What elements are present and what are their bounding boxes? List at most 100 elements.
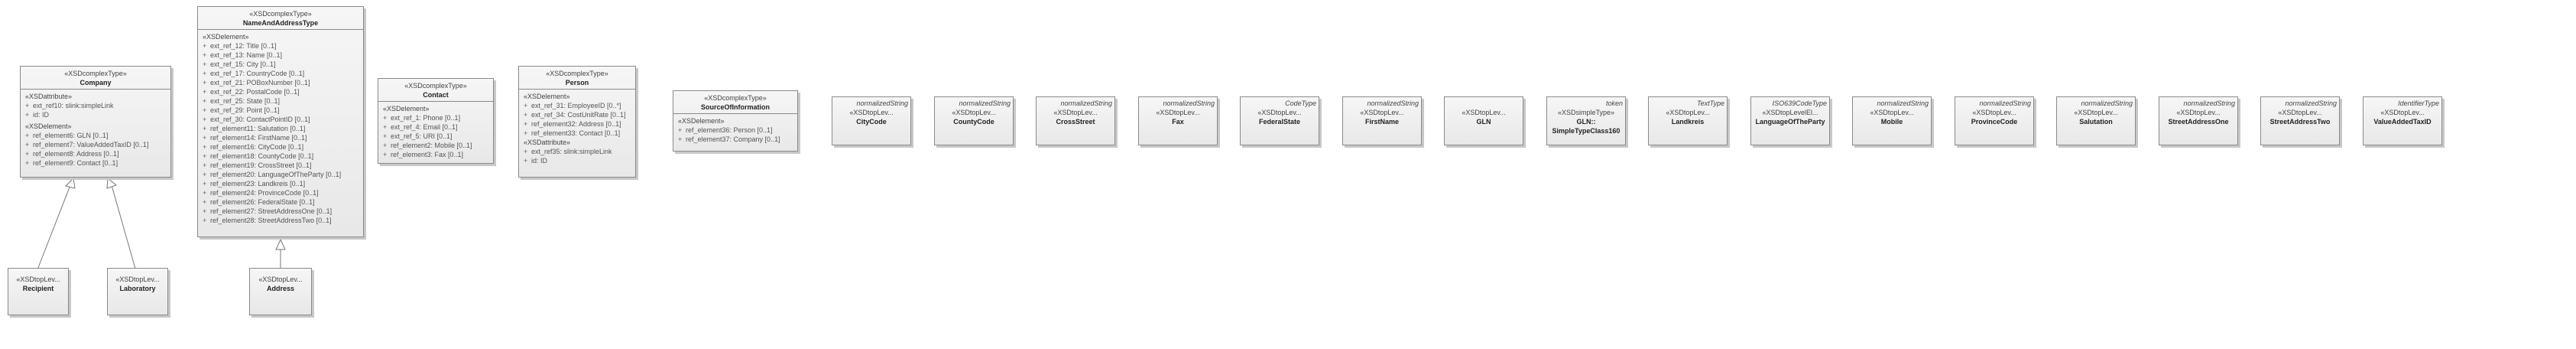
class-name: LanguageOfTheParty (1755, 118, 1825, 126)
class-name: Address (266, 285, 294, 292)
attribute-row: +ext_ref10: slink:simpleLink (25, 102, 114, 109)
class-source-of-information[interactable]: «XSDcomplexType» SourceOfInformation «XS… (673, 90, 798, 152)
section-stereotype: «XSDelement» (25, 122, 72, 130)
stereotype-label: «XSDtopLev... (258, 276, 303, 283)
class-name: CountyCode (953, 118, 994, 126)
class-name: GLN (1476, 118, 1491, 126)
class-header: «XSDtopLev...StreetAddressOne (2159, 97, 2237, 128)
toplevel-element-box[interactable]: normalizedString«XSDtopLev...Mobile (1852, 96, 1932, 145)
type-tag: TextType (1696, 99, 1724, 107)
stereotype-label: «XSDcomplexType» (249, 10, 312, 18)
class-recipient[interactable]: «XSDtopLev... Recipient (8, 268, 69, 315)
class-header: «XSDcomplexType» NameAndAddressType (198, 7, 363, 29)
class-name: ValueAddedTaxID (2373, 118, 2432, 126)
element-row: +ref_element16: CityCode [0..1] (203, 143, 304, 151)
section-stereotype: «XSDelement» (524, 93, 570, 100)
toplevel-element-box[interactable]: IdentifierType«XSDtopLev...ValueAddedTax… (2363, 96, 2442, 145)
type-tag: normalizedString (1060, 99, 1112, 107)
class-header: «XSDtopLev...StreetAddressTwo (2261, 97, 2339, 128)
class-name: Person (565, 79, 589, 86)
class-address[interactable]: «XSDtopLev... Address (249, 268, 312, 315)
type-tag: normalizedString (856, 99, 908, 107)
class-name-and-address-type[interactable]: «XSDcomplexType» NameAndAddressType «XSD… (197, 6, 364, 237)
class-header: «XSDcomplexType» Company (21, 67, 170, 89)
stereotype-label: «XSDtopLev... (1462, 109, 1506, 116)
class-header: «XSDtopLev...CityCode (832, 97, 910, 128)
class-header: «XSDtopLev... Address (250, 269, 311, 295)
stereotype-label: «XSDtopLevelEl... (1762, 109, 1818, 116)
section-stereotype: «XSDelement» (383, 105, 430, 113)
element-row: +ref_element8: Address [0..1] (25, 150, 119, 158)
stereotype-label: «XSDtopLev... (1053, 109, 1098, 116)
element-row: +ext_ref_29: Point [0..1] (203, 106, 280, 114)
element-row: +ext_ref_30: ContactPointID [0..1] (203, 116, 310, 123)
toplevel-element-box[interactable]: normalizedString«XSDtopLev...CountyCode (934, 96, 1014, 145)
class-name: Contact (423, 91, 449, 99)
class-header: «XSDtopLev... FirstName (1343, 97, 1421, 128)
stereotype-label: «XSDtopLev... (1156, 109, 1200, 116)
class-name: ProvinceCode (1971, 118, 2018, 126)
stereotype-label: «XSDcomplexType» (704, 94, 767, 102)
toplevel-element-box[interactable]: normalizedString«XSDtopLev...Salutation (2056, 96, 2136, 145)
attribute-section: «XSDattribute» +ext_ref10: slink:simpleL… (21, 89, 170, 122)
class-name: Salutation (2079, 118, 2113, 126)
toplevel-element-box[interactable]: CodeType«XSDtopLev...FederalState (1240, 96, 1319, 145)
toplevel-element-box[interactable]: ISO639CodeType «XSDtopLevelEl... LanguageO… (1750, 96, 1830, 145)
section-stereotype: «XSDelement» (678, 117, 725, 125)
element-row: +ref_element33: Contact [0..1] (524, 129, 621, 137)
stereotype-label: «XSDtopLev... (1360, 109, 1404, 116)
class-header: «XSDcomplexType» Person (519, 67, 635, 89)
element-row: +ref_element32: Address [0..1] (524, 120, 621, 128)
type-tag: token (1605, 99, 1623, 107)
class-name: GLN:: SimpleTypeClass160 (1552, 118, 1621, 135)
toplevel-element-box[interactable]: token«XSDsimpleType»GLN:: SimpleTypeClas… (1546, 96, 1626, 145)
class-header: «XSDtopLev...Mobile (1853, 97, 1931, 128)
element-row: +ext_ref_17: CountryCode [0..1] (203, 70, 305, 77)
stereotype-label: «XSDsimpleType» (1557, 109, 1615, 116)
generalization-recipient-company (33, 184, 71, 280)
element-section: «XSDelement» +ext_ref_31: EmployeeID [0.… (519, 89, 635, 168)
element-row: +ref_element3: Fax [0..1] (383, 151, 464, 158)
element-section: «XSDelement» +ext_ref_1: Phone [0..1] +e… (378, 101, 493, 161)
class-name: FirstName (1364, 118, 1399, 126)
element-row: +ext_ref_22: PostalCode [0..1] (203, 88, 300, 96)
element-row: +ref_element6: GLN [0..1] (25, 132, 109, 139)
toplevel-element-box[interactable]: TextType«XSDtopLev...Landkreis (1648, 96, 1728, 145)
toplevel-element-box[interactable]: normalizedString«XSDtopLev...CityCode (832, 96, 911, 145)
toplevel-element-box[interactable]: normalizedString«XSDtopLev...StreetAddre… (2159, 96, 2238, 145)
stereotype-label: «XSDtopLev... (1972, 109, 2016, 116)
generalization-arrowhead (275, 238, 286, 250)
toplevel-element-box[interactable]: normalizedString «XSDtopLev... ProvinceCod… (1955, 96, 2034, 145)
stereotype-label: «XSDtopLev... (1666, 109, 1710, 116)
type-tag: ISO639CodeType (1772, 99, 1827, 107)
element-row: +ref_element11: Salutation [0..1] (203, 125, 306, 132)
class-name: StreetAddressTwo (2269, 118, 2331, 126)
class-header: «XSDtopLev... Laboratory (108, 269, 167, 295)
toplevel-element-box[interactable]: normalizedString«XSDtopLev...FirstName (1342, 96, 1422, 145)
element-row: +ext_ref_12: Title [0..1] (203, 42, 277, 50)
type-tag: normalizedString (1979, 99, 2031, 107)
class-laboratory[interactable]: «XSDtopLev... Laboratory (107, 268, 168, 315)
toplevel-element-box[interactable]: normalizedString«XSDtopLev...StreetAddre… (2260, 96, 2340, 145)
element-row: +ref_element23: Landkreis [0..1] (203, 180, 306, 188)
class-name: CrossStreet (1056, 118, 1095, 126)
stereotype-label: «XSDtopLev... (1257, 109, 1302, 116)
class-name: SourceOfInformation (700, 103, 770, 111)
class-company[interactable]: «XSDcomplexType» Company «XSDattribute» … (20, 66, 171, 178)
class-header: «XSDtopLev... ProvinceCode (1955, 97, 2033, 128)
section-stereotype: «XSDelement» (203, 33, 249, 41)
element-row: +ext_ref_5: URI [0..1] (383, 132, 453, 140)
toplevel-element-box[interactable]: «XSDtopLev... GLN (1444, 96, 1523, 145)
type-tag: IdentifierType (2398, 99, 2439, 107)
stereotype-label: «XSDtopLev... (849, 109, 894, 116)
class-person[interactable]: «XSDcomplexType» Person «XSDelement» +ex… (518, 66, 636, 178)
toplevel-element-box[interactable]: normalizedString «XSDtopLev... CrossStreet (1036, 96, 1115, 145)
class-contact[interactable]: «XSDcomplexType» Contact «XSDelement» +e… (378, 78, 494, 164)
type-tag: normalizedString (2285, 99, 2337, 107)
element-row: +ref_element7: ValueAddedTaxID [0..1] (25, 141, 149, 148)
toplevel-element-box[interactable]: normalizedString«XSDtopLev...Fax (1138, 96, 1218, 145)
class-header: «XSDtopLev...CountyCode (935, 97, 1013, 128)
class-header: «XSDtopLev... Recipient (8, 269, 68, 295)
type-tag: normalizedString (2081, 99, 2133, 107)
